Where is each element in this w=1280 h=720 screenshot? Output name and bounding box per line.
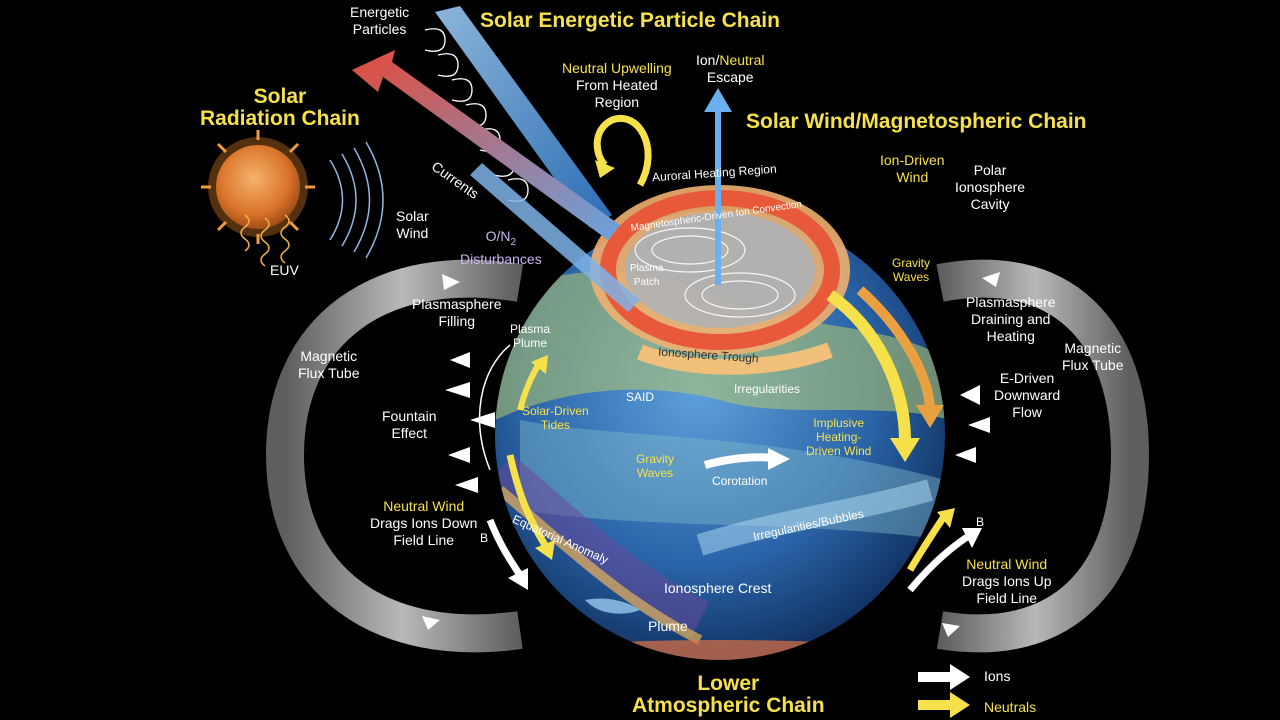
neutral-wind-up-arrows xyxy=(906,508,982,593)
legend-ions-arrow-icon xyxy=(918,664,970,690)
magnetic-flux-tube-right xyxy=(936,259,1150,653)
plume-label: Plume xyxy=(648,618,688,634)
solar-wind-magnetospheric-chain-title: Solar Wind/Magnetospheric Chain xyxy=(746,110,1087,133)
flux-arrow-icon xyxy=(442,274,460,290)
flux-arrow-icon xyxy=(422,616,440,630)
flux-arrow-icon xyxy=(982,272,1000,287)
magnetic-flux-tube-left xyxy=(265,259,524,653)
corotation-label: Corotation xyxy=(712,474,768,488)
lower-atmospheric-chain-title: Lower Atmospheric Chain xyxy=(632,672,825,717)
irregularities-label: Irregularities xyxy=(734,382,801,396)
solar-energetic-particle-chain-title: Solar Energetic Particle Chain xyxy=(480,9,780,32)
said-label: SAID xyxy=(626,390,655,404)
b-field-right-label: B xyxy=(976,515,985,529)
fountain-ion-arrows xyxy=(445,344,511,493)
solar-wind-beam xyxy=(470,163,640,312)
euv-rays xyxy=(240,214,290,267)
euv-label: EUV xyxy=(270,262,299,278)
solar-driven-tides-arrow-icon xyxy=(517,355,548,411)
e-driven-ion-arrows xyxy=(955,385,990,463)
flux-arrow-icon xyxy=(942,623,960,637)
solar-radiation-chain-title: Solar Radiation Chain xyxy=(200,85,360,130)
currents-arrow xyxy=(352,50,620,240)
ionosphere-crest-label: Ionosphere Crest xyxy=(664,580,772,596)
implusive-heating-arrow-icon xyxy=(826,286,944,462)
ion-escape-arrow-icon xyxy=(704,88,732,285)
corotation-arrow-icon xyxy=(703,448,790,470)
b-field-left-label: B xyxy=(480,531,489,545)
legend-neutrals-arrow-icon xyxy=(918,692,970,718)
neutral-upwelling-arrow-icon xyxy=(593,114,652,187)
sun-icon xyxy=(201,130,315,244)
legend-neutrals-label: Neutrals xyxy=(984,699,1037,715)
legend-ions-label: Ions xyxy=(984,668,1011,684)
neutral-wind-down-arrows xyxy=(486,454,555,590)
solar-wind-arcs xyxy=(329,141,384,259)
